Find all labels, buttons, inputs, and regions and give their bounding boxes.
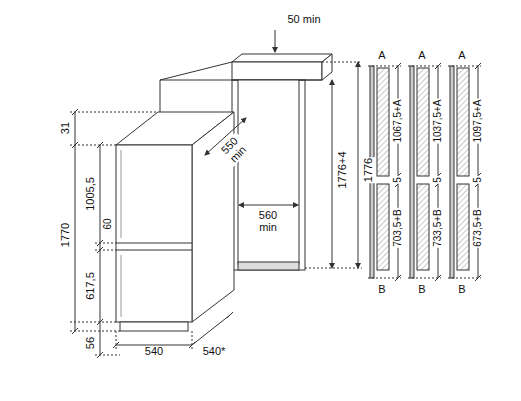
dimension-label: 540* (202, 346, 227, 358)
dimension-label: 1037,5+A (433, 98, 444, 143)
dimension-label: 56 (85, 336, 97, 350)
dimension-label: 733,5+B (433, 208, 444, 248)
dimension-label: 1097,5+A (473, 98, 484, 143)
dimension-label: 1770 (60, 222, 72, 248)
dimension-label: 540 (144, 346, 164, 358)
dimension-label: B (457, 284, 466, 296)
dimension-label: B (377, 284, 386, 296)
dimension-label: 1776 (363, 157, 375, 183)
dimension-label: A (457, 50, 466, 62)
dimension-label: 31 (60, 121, 72, 135)
dimension-label: 617,5 (85, 271, 97, 301)
dimension-label: 673,5+B (473, 208, 484, 248)
dimension-label: 5 (473, 176, 484, 184)
dimension-label: 703,5+B (393, 208, 404, 248)
dimension-label: 50 min (286, 14, 321, 26)
dimension-label: B (417, 284, 426, 296)
width-dimensions (113, 30, 362, 350)
door-panel-variants (368, 63, 481, 281)
dimension-label: 60 (103, 217, 114, 230)
dimension-label: A (377, 50, 386, 62)
dimension-label: 1776+4 (337, 150, 349, 189)
dimension-label: A (417, 50, 426, 62)
dimension-label: 560 min (254, 210, 282, 233)
height-dimensions (70, 109, 158, 358)
dimension-label: 1067,5+A (393, 98, 404, 143)
dimension-label: 5 (433, 176, 444, 184)
dimension-label: 5 (393, 176, 404, 184)
dimension-label: 1005,5 (85, 176, 97, 212)
